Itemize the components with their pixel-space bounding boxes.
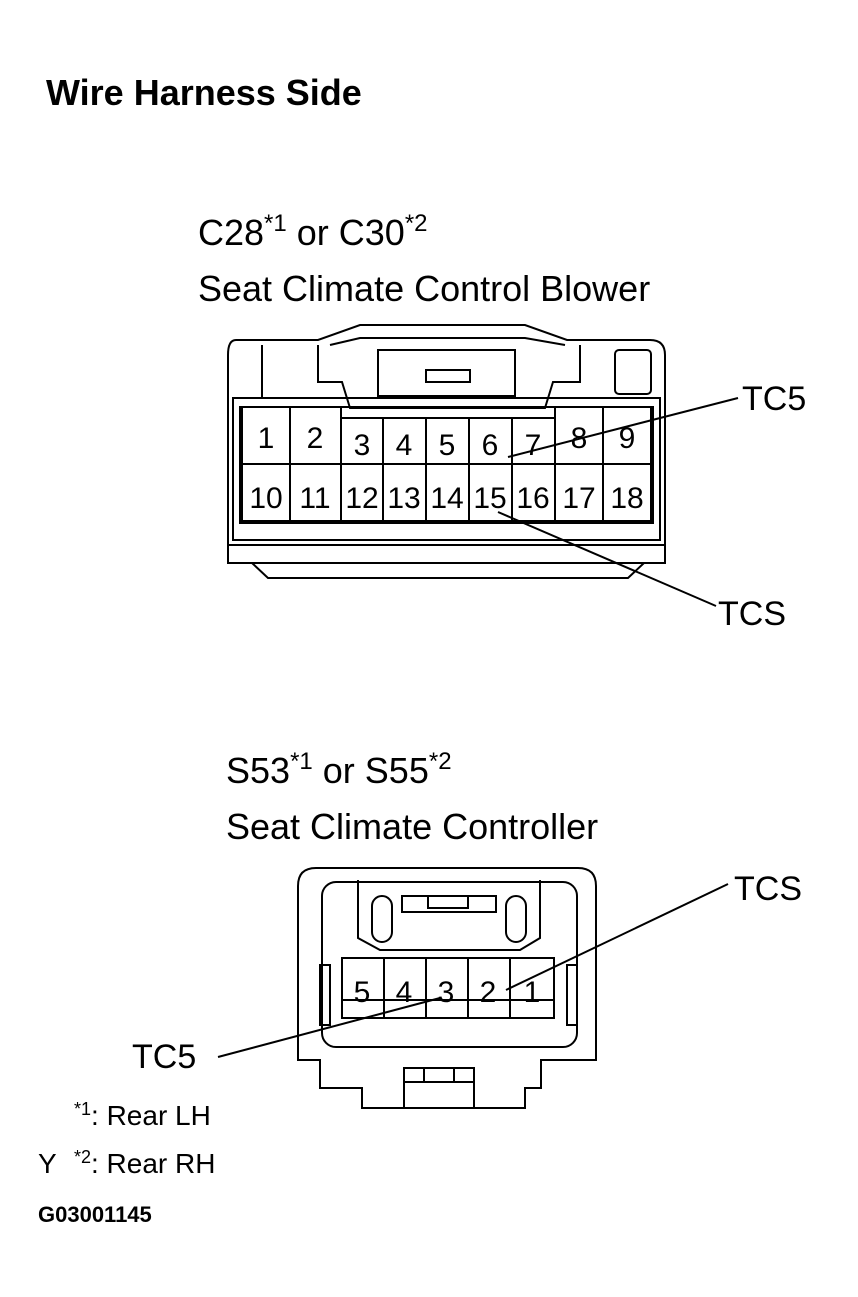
top-pin-1: 1 [258, 422, 275, 455]
page-title: Wire Harness Side [46, 72, 362, 113]
top-pin-2: 2 [307, 422, 324, 455]
bottom-pin-3: 3 [438, 976, 455, 1009]
top-pin-7: 7 [525, 429, 542, 462]
bottom-pin-1: 1 [524, 976, 541, 1009]
note-prefix-2: Y [38, 1148, 57, 1179]
label-tcs-bottom: TCS [734, 870, 802, 908]
top-connector-description: Seat Climate Control Blower [198, 268, 651, 309]
bottom-connector-id-a: S53 [226, 750, 291, 791]
top-connector-sup-a: *1 [264, 210, 287, 237]
top-connector-id-b: C30 [338, 212, 405, 253]
top-connector-id-a: C28 [198, 212, 265, 253]
top-pin-10: 10 [249, 482, 282, 515]
label-tcs-top: TCS [718, 595, 786, 633]
top-pin-9: 9 [619, 422, 636, 455]
note-rear-rh: Y *2: Rear RH [38, 1147, 216, 1180]
top-pin-13: 13 [387, 482, 420, 515]
bottom-pin-4: 4 [396, 976, 413, 1009]
top-pin-18: 18 [610, 482, 643, 515]
top-pin-3: 3 [354, 429, 371, 462]
tcs-leader-bottom [505, 883, 729, 991]
top-connector-or: or [296, 212, 329, 253]
bottom-pin-5: 5 [354, 976, 371, 1009]
bottom-connector-sup-a: *1 [290, 748, 313, 775]
note-rear-lh: *1: Rear LH [74, 1099, 211, 1132]
top-connector-housing [227, 324, 666, 579]
top-pin-14: 14 [430, 482, 463, 515]
top-pin-5: 5 [439, 429, 456, 462]
top-pin-6: 6 [482, 429, 499, 462]
label-tc5-bottom: TC5 [132, 1038, 197, 1076]
top-pin-12: 12 [345, 482, 378, 515]
top-pin-16: 16 [516, 482, 549, 515]
note-text-1: : Rear LH [91, 1100, 211, 1131]
top-pin-11: 11 [299, 482, 330, 515]
bottom-connector-id-b: S55 [364, 750, 429, 791]
top-pin-4: 4 [396, 429, 413, 462]
bottom-connector-or: or [322, 750, 355, 791]
label-tc5-top: TC5 [742, 380, 807, 418]
top-pins-row2: 10 11 12 13 14 15 16 17 18 [249, 482, 643, 515]
note-mark-2: *2 [73, 1147, 91, 1167]
bottom-pin-2: 2 [480, 976, 497, 1009]
tc5-leader-top [507, 397, 739, 458]
bottom-connector-id: S53*1 or S55*2 [226, 748, 452, 792]
tcs-leader-top [497, 511, 717, 607]
top-pins-row1: 123456789 [258, 422, 636, 462]
top-pin-15: 15 [473, 482, 506, 515]
tc5-leader-bottom [217, 997, 441, 1058]
top-connector-sup-b: *2 [404, 210, 428, 237]
note-text-2: : Rear RH [90, 1148, 216, 1179]
top-connector-pin-grid [241, 406, 652, 522]
note-mark-1: *1 [74, 1099, 92, 1119]
bottom-connector-description: Seat Climate Controller [226, 806, 599, 847]
bottom-connector-sup-b: *2 [428, 748, 452, 775]
top-connector-id: C28*1 or C30*2 [198, 210, 428, 254]
figure-id: G03001145 [38, 1202, 152, 1227]
top-pin-17: 17 [562, 482, 595, 515]
